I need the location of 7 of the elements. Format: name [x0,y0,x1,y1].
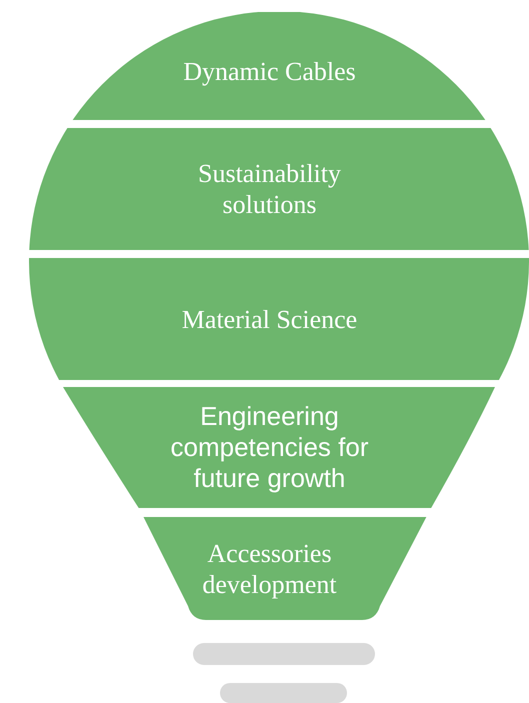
segment-label: Accessories development [201,538,338,600]
segment-label: Material Science [180,304,358,334]
segment-label: Sustainability solutions [197,158,342,220]
lamp-base-bar [193,643,375,665]
segment-label: Engineering competencies for future growth [170,401,370,494]
segment-label: Dynamic Cables [182,56,357,86]
lamp-base-bar [220,683,347,703]
